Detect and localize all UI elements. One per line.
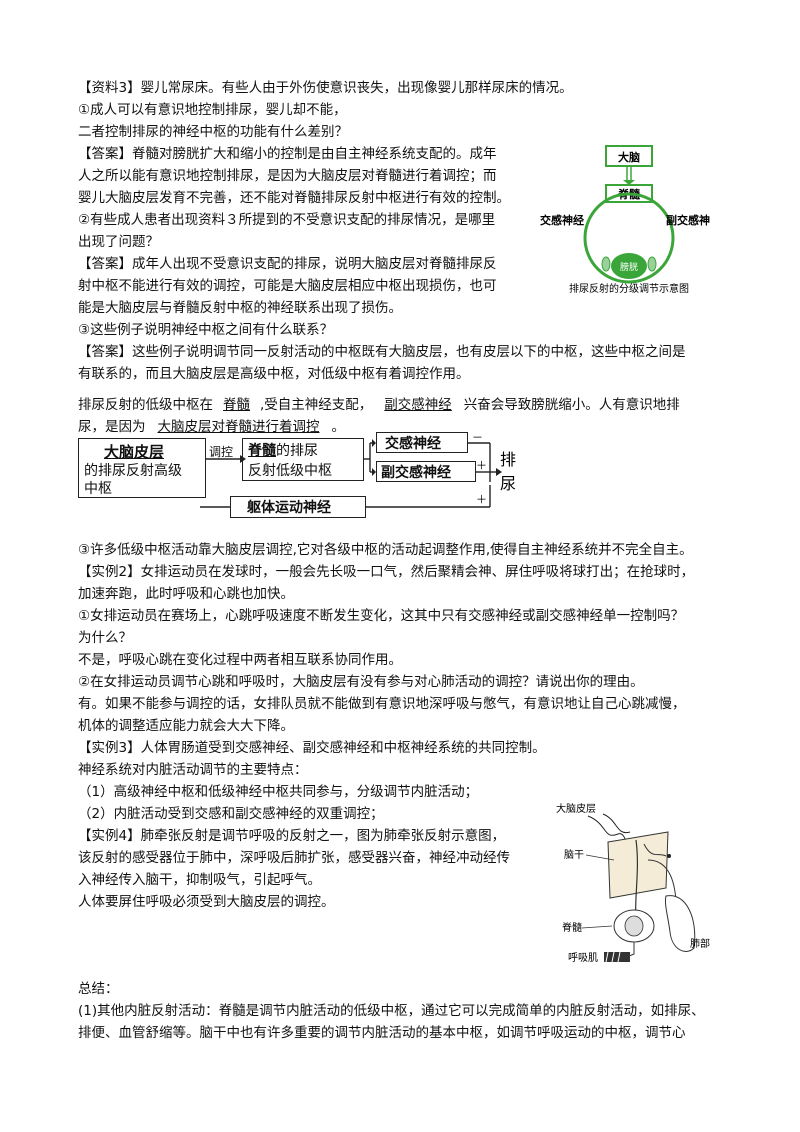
brain-box [605, 145, 653, 167]
para-line: ②在女排运动员调节心跳和呼吸时，大脑皮层有没有参与对心肺活动的调控？请说出你的理… [78, 674, 644, 690]
cortex-title: 大脑皮层 [104, 443, 165, 461]
lung-label: 肺部 [690, 937, 710, 950]
parasympathetic-label: 副交感神经 [666, 213, 710, 227]
sympathetic-label: 交感神经 [540, 213, 584, 227]
regulate-label: 调控 [209, 445, 234, 459]
para-line: ②有些成人患者出现资料３所提到的不受意识支配的排尿情况，是哪里 [78, 212, 496, 228]
para-line: 【资料3】婴儿常尿床。有些人由于外伤使意识丧失，出现像婴儿那样尿床的情况。 [78, 80, 573, 96]
para-line: 射中枢不能进行有效的调控，可能是大脑皮层相应中枢出现损伤，也可 [78, 278, 497, 294]
para-line: 机体的调整适应能力就会大大下降。 [78, 718, 294, 734]
para-line: ①成人可以有意识地控制排尿，婴儿却不能， [78, 102, 347, 118]
para-line: 【答案】脊髓对膀胱扩大和缩小的控制是由自主神经系统支配的。成年 [78, 146, 497, 162]
parasympathetic-text: 副交感神经 [381, 465, 451, 481]
respiratory-muscle-label: 呼吸肌 [568, 952, 598, 964]
brain-label: 大脑 [618, 150, 640, 164]
para-line: 【实例3】人体胃肠道受到交感神经、副交感神经和中枢神经系统的共同控制。 [78, 740, 546, 756]
para-line: 有联系的，而且大脑皮层是高级中枢，对低级中枢有着调控作用。 [78, 366, 470, 382]
cortex-text-2: 中枢 [84, 481, 112, 497]
para-line: 出现了问题？ [78, 234, 159, 250]
para-line: 加速奔跑，此时呼吸和心跳也加快。 [78, 586, 294, 602]
spinal-text-2: 反射低级中枢 [248, 463, 332, 479]
plus-sign: ＋ [476, 493, 487, 506]
para-line: 婴儿大脑皮层发育不完善，还不能对脊髓排尿反射中枢进行有效的控制。 [78, 190, 510, 206]
cortex-text-1: 的排尿反射高级 [84, 463, 182, 479]
sympathetic-box [376, 432, 468, 453]
para-line: （1）高级神经中枢和低级神经中枢共同参与，分级调节内脏活动； [78, 784, 479, 800]
para-line: 人体要屏住呼吸必须受到大脑皮层的调控。 [78, 894, 335, 910]
brainstem-label: 脑干 [564, 848, 584, 861]
blank-answer: 脊髓 [223, 397, 250, 413]
urination-label: 尿 [500, 474, 516, 493]
para-line: （2）内脏活动受到交感和副交感神经的双重调控； [78, 806, 384, 822]
para-line: 总结： [78, 981, 119, 997]
sympathetic-text: 交感神经 [385, 436, 441, 452]
parasympathetic-box [376, 461, 476, 482]
cortex-label: 大脑皮层 [556, 802, 596, 815]
para-line: 为什么？ [78, 630, 132, 646]
para-line: 【实例4】肺牵张反射是调节呼吸的反射之一，图为肺牵张反射示意图， [78, 828, 506, 844]
bladder-shape [611, 253, 647, 279]
para-line: 能是大脑皮层与脊髓反射中枢的神经联系出现了损伤。 [78, 300, 402, 316]
para-line: 入神经传入脑干，抑制吸气，引起呼气。 [78, 872, 321, 888]
minus-sign: － [472, 431, 483, 444]
bladder-label: 膀胱 [620, 261, 638, 273]
para-line: 【答案】成年人出现不受意识支配的排尿，说明大脑皮层对脊髓排尿反 [78, 256, 497, 272]
para-line: 【答案】这些例子说明调节同一反射活动的中枢既有大脑皮层，也有皮层以下的中枢，这些… [78, 344, 686, 360]
para-line: ①女排运动员在赛场上，心跳呼吸速度不断发生变化，这其中只有交感神经或副交感神经单… [78, 608, 685, 624]
para-line: 排便、血管舒缩等。脑干中也有许多重要的调节内脏活动的基本中枢，如调节呼吸运动的中… [78, 1025, 686, 1041]
para-line: 二者控制排尿的神经中枢的功能有什么差别？ [78, 124, 348, 140]
blank-answer: 副交感神经 [384, 397, 452, 413]
para-line: ③许多低级中枢活动靠大脑皮层调控,它对各级中枢的活动起调整作用,使得自主神经系统… [78, 542, 693, 558]
blank-answer: 大脑皮层对脊髓进行着调控 [157, 419, 320, 435]
urination-label: 排 [500, 450, 516, 469]
respiratory-muscle-shape [604, 952, 630, 962]
cortex-box [78, 438, 206, 498]
para-line: (1)其他内脏反射活动：脊髓是调节内脏活动的低级中枢，通过它可以完成简单的内脏反… [78, 1003, 705, 1019]
spinal-text-1: 脊髓的排尿 [248, 443, 318, 459]
flow-arrows: － ＋ ＋ 排 尿 [200, 431, 516, 508]
para-line: 不是，呼吸心跳在变化过程中两者相互联系协同作用。 [78, 652, 402, 668]
fill-line-1: 排尿反射的低级中枢在脊髓,受自主神经支配，副交感神经兴奋会导致膀胱缩小。人有意识… [78, 397, 680, 413]
para-line: 该反射的感受器位于肺中，深呼吸后肺扩张，感受器兴奋，神经冲动经传 [78, 850, 510, 866]
fill-line-2: 尿，是因为大脑皮层对脊髓进行着调控。 [78, 419, 345, 435]
para-line: 神经系统对内脏活动调节的主要特点： [78, 762, 308, 778]
somatic-box [230, 496, 366, 518]
spinal-cord-label: 脊髓 [562, 921, 582, 934]
para-line: ③这些例子说明神经中枢之间有什么联系？ [78, 322, 334, 338]
lung-reflex-figure: 大脑皮层 脑干 脊髓 肺部 呼吸肌 [556, 802, 710, 964]
plus-sign: ＋ [476, 459, 487, 472]
figure-caption: 排尿反射的分级调节示意图 [569, 282, 689, 295]
para-line: 有。如果不能参与调控的话，女排队员就不能做到有意识地深呼吸与憋气，有意识地让自己… [78, 696, 686, 712]
urination-reflex-figure: 大脑 脊髓 膀胱 交感神经 副交感神经 排尿反射的分级调节示意图 [540, 145, 710, 295]
somatic-text: 躯体运动神经 [247, 500, 331, 516]
para-line: 人之所以能有意识地控制排尿，是因为大脑皮层对脊髓进行着调控；而 [78, 168, 497, 184]
para-line: 【实例2】女排运动员在发球时，一般会先长吸一口气，然后聚精会神、屏住呼吸将球打出… [78, 564, 695, 580]
